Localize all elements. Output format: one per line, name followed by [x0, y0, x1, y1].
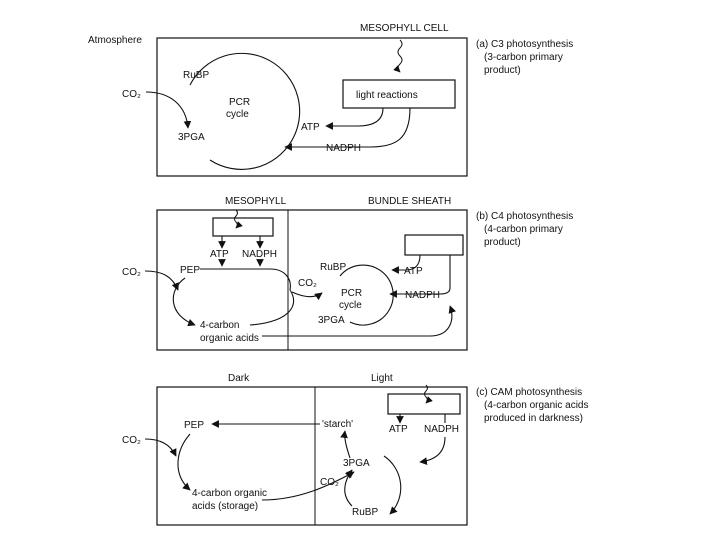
- rubp-label: RuBP: [183, 70, 209, 81]
- bs-pcr-cycle-loop: [339, 264, 394, 326]
- bs-atp-label: ATP: [404, 266, 423, 277]
- bs-nadph-arrow: [389, 255, 451, 298]
- bundle-sheath-label: BUNDLE SHEATH: [368, 196, 451, 207]
- bs-nadph-label: NADPH: [405, 290, 440, 301]
- panel-cam: Dark Light (c) CAM photosynthesis (4-car…: [122, 373, 589, 526]
- c4-left-loop: [172, 277, 196, 327]
- co2-uptake-arrow: [145, 91, 192, 129]
- mesophyll-cell-box: [156, 37, 468, 177]
- bs-pga-label: 3PGA: [318, 315, 345, 326]
- cam-atp-label: ATP: [389, 424, 408, 435]
- cam-co2-uptake-arrow: [144, 438, 177, 457]
- c3-caption-line1: (a) C3 photosynthesis: [476, 39, 573, 50]
- c4-caption-line2: (4-carbon primary: [484, 224, 563, 235]
- panel-c3: Atmosphere MESOPHYLL CELL (a) C3 photosy…: [88, 23, 573, 177]
- mesophyll-nadph-label: NADPH: [242, 249, 277, 260]
- cam-acids-label-1: 4-carbon organic: [192, 488, 267, 499]
- cam-rubp-label: RuBP: [352, 507, 378, 518]
- cam-acids-to-co2-arrow: [261, 471, 355, 501]
- cam-caption-line3: produced in darkness): [484, 413, 583, 424]
- cam-cycle-loop: [383, 455, 402, 515]
- cam-pep-label: PEP: [184, 420, 204, 431]
- cam-caption-line1: (c) CAM photosynthesis: [476, 387, 582, 398]
- cam-outer-box: [156, 386, 468, 526]
- panel-c4: MESOPHYLL BUNDLE SHEATH (b) C4 photosynt…: [122, 196, 573, 351]
- c4-caption-line3: product): [484, 237, 521, 248]
- mesophyll-light-box: [212, 217, 274, 237]
- cam-pep-to-acids-arrow: [177, 433, 191, 491]
- starch-label: 'starch': [322, 419, 353, 430]
- cam-pga-to-starch-arrow: [340, 430, 351, 459]
- mesophyll-cell-label: MESOPHYLL CELL: [360, 23, 449, 34]
- pcr-cycle-loop: [189, 52, 301, 170]
- co2-label: CO₂: [122, 89, 141, 100]
- acids-to-bundle-sheath-arrow: [262, 305, 456, 337]
- c4-outer-box: [156, 209, 468, 351]
- c4-caption-line1: (b) C4 photosynthesis: [476, 211, 573, 222]
- co2-in-label: CO₂: [122, 267, 141, 278]
- nadph-arrow: [284, 107, 411, 151]
- light-squiggle-icon: [393, 39, 403, 73]
- atp-arrow: [325, 107, 384, 130]
- cam-rubp-to-pga-arrow: [344, 469, 353, 507]
- bs-atp-arrow: [391, 254, 421, 274]
- c4-bottom-loop: [249, 289, 295, 326]
- bs-cycle-label-1: PCR: [341, 288, 362, 299]
- acids-label-1: 4-carbon: [200, 320, 239, 331]
- mesophyll-light-squiggle-icon: [234, 209, 243, 229]
- bs-cycle-label-2: cycle: [339, 300, 362, 311]
- cam-nadph-label: NADPH: [424, 424, 459, 435]
- light-label: Light: [371, 373, 393, 384]
- nadph-label: NADPH: [326, 143, 361, 154]
- co2-transfer-label: CO₂: [298, 278, 317, 289]
- pcr-cycle-label-2: cycle: [226, 109, 249, 120]
- dark-label: Dark: [228, 373, 250, 384]
- mesophyll-label: MESOPHYLL: [225, 196, 287, 207]
- atp-label: ATP: [301, 122, 320, 133]
- mesophyll-atp-label: ATP: [210, 249, 229, 260]
- pcr-cycle-label-1: PCR: [229, 97, 250, 108]
- cam-light-box: [387, 393, 461, 415]
- c3-caption-line2: (3-carbon primary: [484, 52, 563, 63]
- cam-pga-label: 3PGA: [343, 458, 370, 469]
- c4-co2-uptake-arrow: [144, 270, 179, 291]
- atmosphere-label: Atmosphere: [88, 35, 142, 46]
- cam-co2-inner-label: CO₂: [320, 477, 339, 488]
- light-reactions-label: light reactions: [356, 90, 418, 101]
- c3-caption-line3: product): [484, 65, 521, 76]
- co2-transfer-arrow: [291, 291, 323, 301]
- cam-co2-in-label: CO₂: [122, 435, 141, 446]
- acids-label-2: organic acids: [200, 333, 259, 344]
- pga-label: 3PGA: [178, 132, 205, 143]
- bs-rubp-label: RuBP: [320, 262, 346, 273]
- bs-light-box: [404, 234, 464, 256]
- cam-nadph-arrow: [419, 436, 446, 465]
- cam-caption-line2: (4-carbon organic acids: [484, 400, 589, 411]
- cam-acids-label-2: acids (storage): [192, 501, 258, 512]
- c4-top-path: [200, 268, 291, 291]
- pep-label: PEP: [180, 265, 200, 276]
- light-reactions-box: [342, 79, 456, 109]
